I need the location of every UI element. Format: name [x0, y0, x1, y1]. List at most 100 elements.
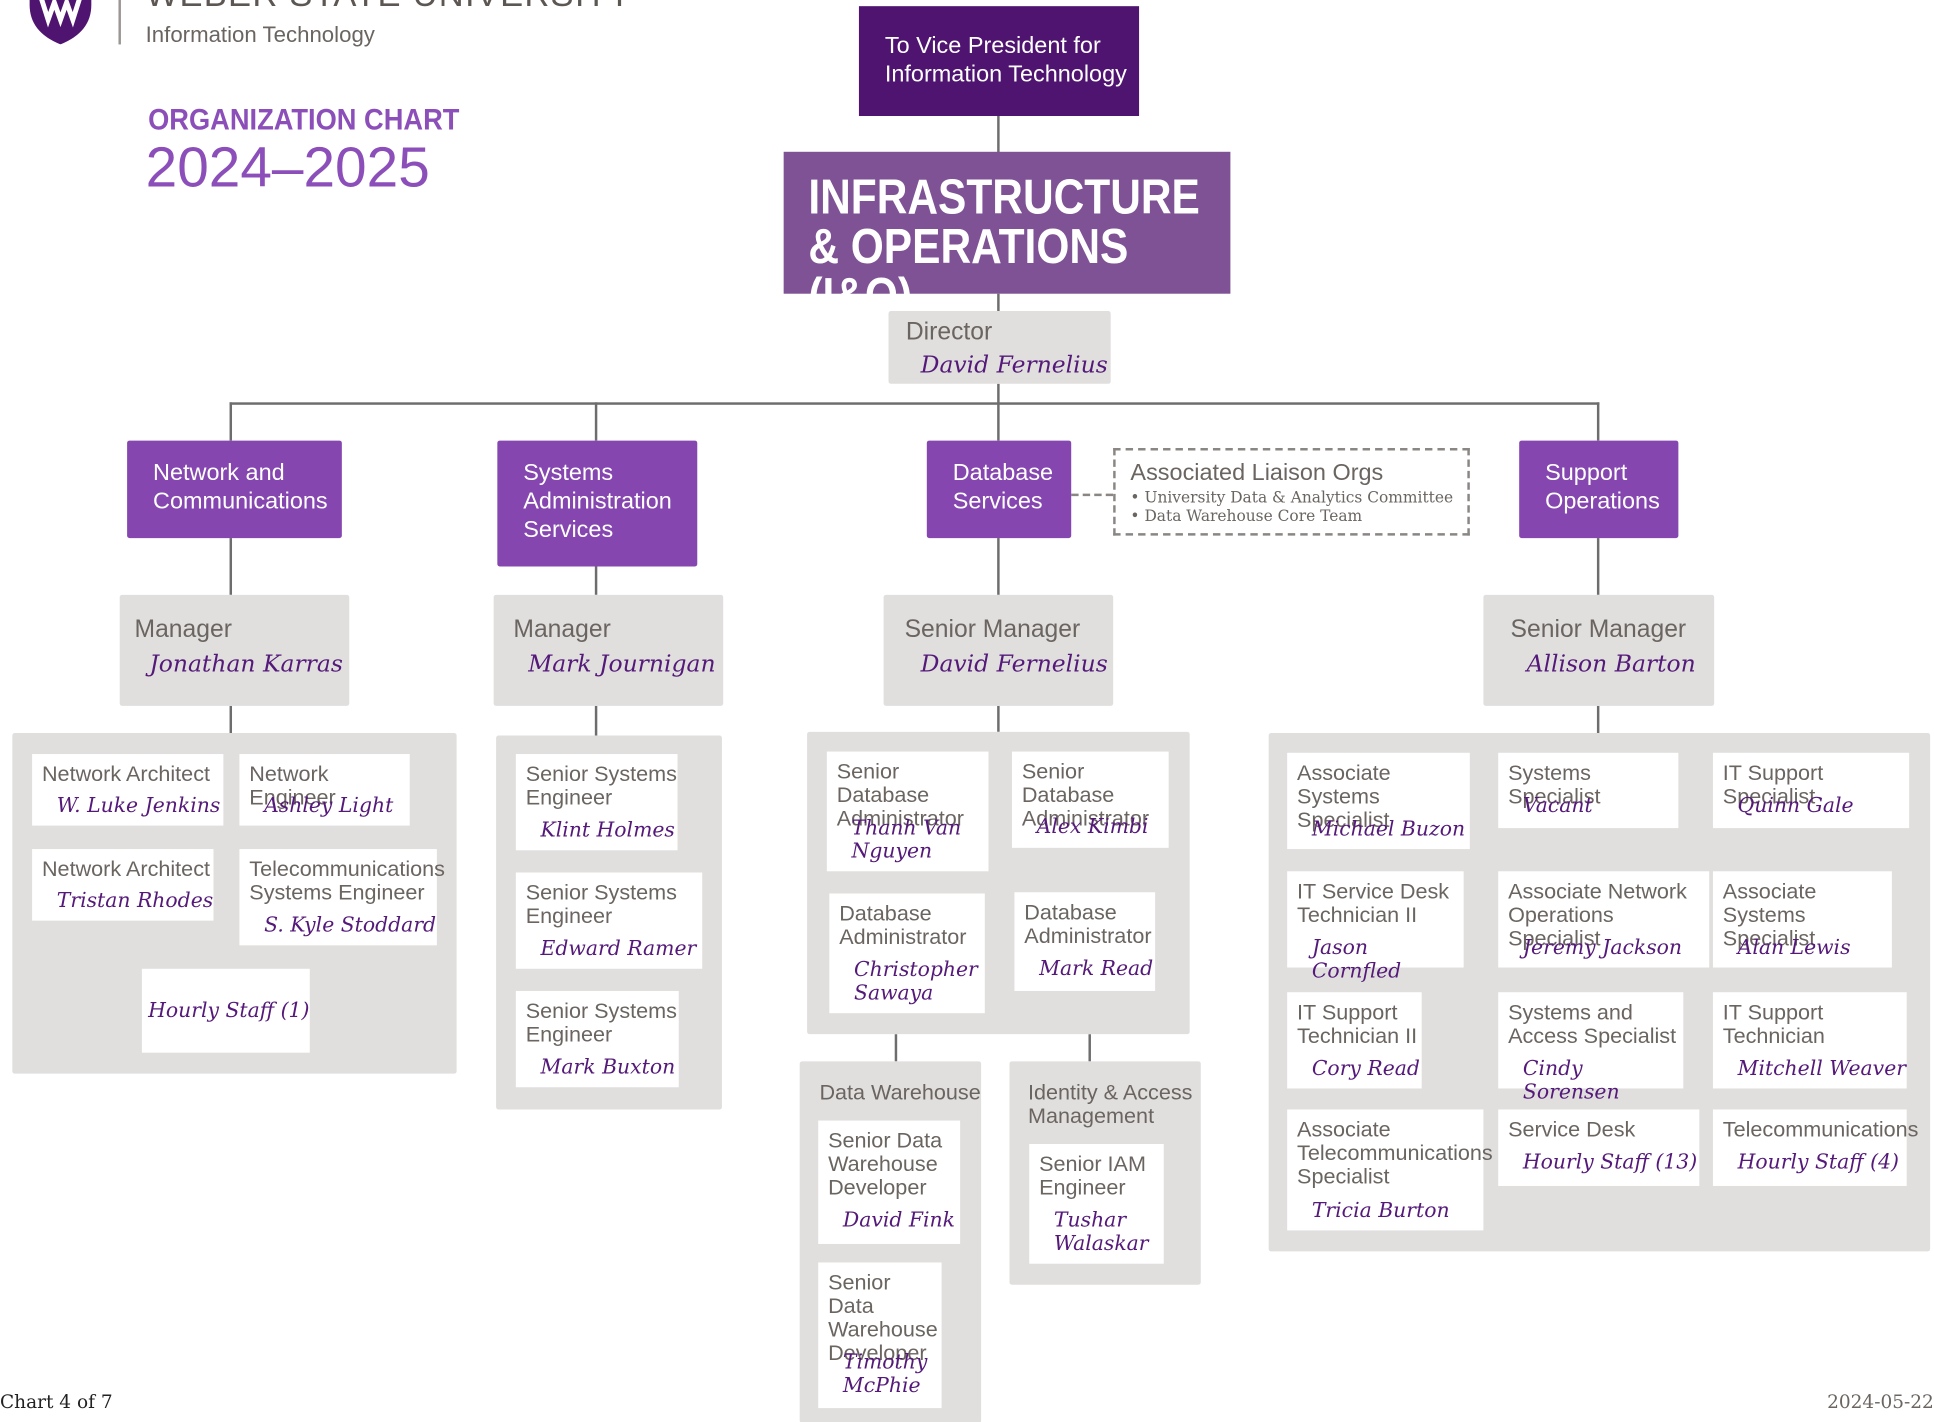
dept-network: Network and Communications: [127, 440, 342, 539]
staff-title: Senior Systems Engineer: [525, 879, 677, 929]
staff-name: Thanh Van Nguyen: [851, 815, 962, 863]
unit-box: INFRASTRUCTURE & OPERATIONS (I&O): [783, 151, 1231, 321]
staff-card: Service Desk Hourly Staff (13): [1498, 1109, 1700, 1186]
shield-w-icon: [29, 0, 92, 45]
manager-name: Jonathan Karras: [149, 650, 343, 678]
manager-name: David Fernelius: [920, 650, 1108, 678]
staff-title: IT Support Technician: [1722, 999, 1825, 1048]
staff-card: Database Administrator Mark Read: [1014, 892, 1156, 991]
staff-card: Network Architect W. Luke Jenkins: [32, 754, 224, 826]
staff-card: Network Engineer Ashley Light: [239, 754, 410, 826]
dept-database: Database Services: [926, 440, 1072, 539]
staff-title: Database Administrator: [1024, 899, 1152, 948]
director-name: David Fernelius: [920, 351, 1108, 379]
staff-title: Systems Specialist: [1508, 760, 1601, 809]
staff-name: Tricia Burton: [1311, 1198, 1450, 1222]
staff-card: IT Service Desk Technician II Jason Corn…: [1287, 871, 1464, 982]
staff-title: Senior Data Warehouse Developer: [828, 1127, 943, 1200]
staff-title: Senior Database Administrator: [1021, 758, 1150, 831]
staff-card: Senior Database Administrator Alex Kimbi: [1011, 751, 1169, 848]
staff-card: Senior Database Administrator Thanh Van …: [826, 751, 989, 872]
university-logo: [27, 0, 94, 45]
liaison-item: • University Data & Analytics Committee: [1130, 487, 1454, 506]
staff-card: IT Support Technician Mitchell Weaver: [1712, 992, 1907, 1089]
division-name: Information Technology: [145, 22, 375, 47]
staff-name: Tristan Rhodes: [56, 888, 214, 912]
unit-title: INFRASTRUCTURE & OPERATIONS (I&O): [808, 170, 1200, 324]
footer-page: Chart 4 of 7: [0, 1390, 113, 1414]
manager-database: Senior Manager David Fernelius: [883, 594, 1114, 706]
database-staff-group: Senior Database Administrator Thanh Van …: [807, 731, 1190, 1035]
staff-title: Associate Systems Specialist: [1722, 878, 1817, 951]
staff-title: Telecommunications: [1722, 1116, 1919, 1142]
staff-title: Associate Systems Specialist: [1297, 760, 1391, 832]
staff-card: Network Architect Tristan Rhodes: [32, 849, 214, 921]
staff-title: Network Architect: [41, 856, 210, 882]
staff-title: Systems and Access Specialist: [1508, 999, 1677, 1048]
staff-card: Senior Systems Engineer Klint Holmes: [515, 754, 678, 851]
staff-card: Senior Systems Engineer Edward Ramer: [515, 872, 703, 969]
manager-title: Senior Manager: [1510, 615, 1687, 643]
manager-title: Manager: [513, 615, 611, 643]
staff-card: Systems Specialist Vacant: [1498, 752, 1679, 829]
liaison-item: • Data Warehouse Core Team: [1130, 505, 1363, 525]
director-box: Director David Fernelius: [888, 310, 1111, 384]
staff-name: Klint Holmes: [540, 818, 675, 842]
staff-name: Ashley Light: [264, 793, 394, 817]
staff-name: Vacant: [1522, 793, 1593, 817]
connector-line: [229, 538, 233, 595]
staff-title: Senior Data Warehouse Developer: [828, 1269, 938, 1365]
group-title: Data Warehouse: [819, 1079, 981, 1105]
staff-name: Hourly Staff (13): [1522, 1150, 1698, 1174]
connector-line: [229, 402, 233, 441]
manager-title: Senior Manager: [904, 615, 1081, 643]
network-staff-group: Network Architect W. Luke Jenkins Networ…: [12, 733, 457, 1074]
staff-name: Alex Kimbi: [1036, 814, 1149, 838]
footer-date: 2024-05-22: [1827, 1390, 1934, 1414]
staff-card: Associate Systems Specialist Michael Buz…: [1287, 752, 1470, 850]
staff-name: Tushar Walaskar: [1053, 1208, 1149, 1256]
connector-line: [894, 1034, 898, 1062]
staff-card: IT Support Technician II Cory Read: [1287, 992, 1422, 1089]
staff-card-hourly: Hourly Staff (1): [141, 968, 310, 1053]
staff-card: Senior Systems Engineer Mark Buxton: [515, 990, 679, 1088]
staff-name: Timothy McPhie: [842, 1350, 928, 1398]
staff-title: Network Engineer: [249, 761, 336, 810]
liaison-title: Associated Liaison Orgs: [1130, 460, 1384, 487]
connector-line: [229, 705, 233, 734]
connector-line: [1088, 1034, 1091, 1062]
dept-support: Support Operations: [1519, 440, 1679, 539]
connector-line: [594, 705, 598, 736]
staff-name: Cindy Sorensen: [1522, 1056, 1620, 1104]
staff-name: Hourly Staff (1): [148, 998, 310, 1022]
liaison-dashed-connector: [1071, 493, 1114, 497]
staff-card: Telecommunications Hourly Staff (4): [1712, 1109, 1918, 1186]
manager-support: Senior Manager Allison Barton: [1483, 594, 1715, 706]
logo-divider: [118, 0, 121, 45]
chart-year: 2024–2025: [145, 134, 430, 199]
manager-network: Manager Jonathan Karras: [119, 594, 350, 706]
university-name: WEBER STATE UNIVERSITY: [146, 0, 633, 15]
staff-name: Michael Buzon: [1311, 816, 1466, 841]
data-warehouse-group: Data Warehouse Senior Data Warehouse Dev…: [799, 1061, 982, 1422]
staff-card: IT Support Specialist Quinn Gale: [1712, 752, 1910, 829]
connector-line: [1596, 538, 1600, 595]
staff-card: Associate Network Operations Specialist …: [1498, 871, 1710, 968]
connector-line: [1596, 705, 1600, 734]
staff-title: Network Architect: [41, 761, 210, 787]
staff-title: Associate Telecommunications Specialist: [1297, 1116, 1493, 1189]
staff-name: Quinn Gale: [1737, 793, 1854, 817]
staff-card: Database Administrator Christopher Saway…: [829, 893, 985, 1014]
liaison-box: Associated Liaison Orgs • University Dat…: [1113, 447, 1470, 536]
staff-name: Mark Read: [1039, 956, 1154, 980]
staff-name: Jason Cornfled: [1311, 935, 1402, 983]
connector-line: [997, 705, 1000, 732]
staff-title: IT Support Specialist: [1722, 760, 1824, 809]
connector-line: [997, 116, 1000, 154]
staff-card: Telecommunications Systems Engineer S. K…: [239, 849, 445, 946]
staff-name: Mitchell Weaver: [1737, 1056, 1906, 1080]
dept-systems: Systems Administration Services: [497, 440, 698, 567]
staff-name: S. Kyle Stoddard: [264, 913, 437, 937]
connector-line: [594, 402, 598, 441]
vp-label: To Vice President for Information Techno…: [884, 33, 1127, 88]
